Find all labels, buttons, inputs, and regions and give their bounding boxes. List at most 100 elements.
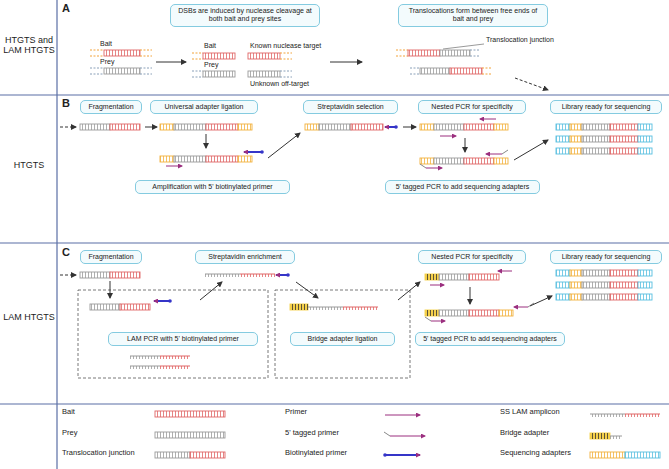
part-label: Unknown off-target [250, 80, 309, 88]
dashed-frame [275, 290, 410, 378]
part-label: Known nuclease target [250, 42, 321, 50]
primer-tail [425, 317, 431, 321]
dna-segment [290, 304, 308, 310]
dna-rungs [238, 156, 252, 162]
dna-segment [90, 304, 120, 310]
process-box: Fragmentation [80, 250, 142, 264]
step-text: 5' tagged PCR to add sequencing adapters [390, 183, 535, 191]
part-label: Prey [100, 58, 114, 66]
ss-rungs [590, 414, 625, 417]
dna-segment [104, 68, 140, 74]
dashed-frame [78, 290, 268, 378]
dna-segment [556, 270, 570, 276]
step-arrow [156, 62, 186, 63]
dna-rungs [80, 124, 110, 130]
dna-segment [590, 433, 610, 439]
dna-rungs [556, 294, 570, 300]
legend-text: Bait [62, 407, 75, 416]
dna-rungs [556, 124, 570, 130]
dna-rungs [638, 282, 652, 288]
step-arrow [60, 275, 76, 276]
biotin-dot [394, 125, 398, 129]
step-arrow [470, 287, 471, 304]
step-arrow [200, 282, 222, 300]
leader-line [443, 44, 484, 49]
part-label: Bait [204, 42, 216, 50]
step-text: Library ready for sequencing [555, 103, 657, 111]
dna-segment [434, 158, 464, 164]
dna-rungs [90, 304, 120, 310]
panel-letter: B [62, 97, 70, 110]
row-label: HTGTS and LAM HTGTS [3, 35, 55, 56]
dna-rungs [638, 294, 652, 300]
dna-rungs [408, 50, 440, 56]
dna-rungs [590, 452, 625, 458]
dna-segment [625, 452, 660, 458]
dna-rungs [610, 148, 638, 154]
dna-rungs [494, 158, 508, 164]
step-text: Streptavidin enrichment [200, 253, 290, 261]
dna-rungs [110, 272, 140, 278]
process-box: LAM PCR with 5' biotinylated primer [108, 332, 258, 346]
process-box: 5' tagged PCR to add sequencing adapters [385, 180, 540, 194]
primer [440, 136, 456, 137]
chromosome-end [280, 71, 292, 77]
dna-rungs [439, 274, 469, 280]
step-text: Amplification with 5' biotinylated prime… [140, 183, 285, 191]
dna-segment [582, 124, 610, 130]
biotin-dot [286, 273, 290, 277]
dna-rungs [425, 274, 439, 280]
ss-rungs [308, 307, 343, 310]
ss-strand [160, 366, 190, 367]
dna-rungs [625, 452, 660, 458]
dna-segment [556, 282, 570, 288]
dna-segment [110, 124, 140, 130]
ss-strand [590, 414, 625, 415]
dna-segment [160, 124, 174, 130]
dna-segment [570, 270, 582, 276]
dna-segment [610, 136, 638, 142]
dna-segment [248, 71, 280, 77]
dna-rungs [582, 124, 610, 130]
dna-rungs [638, 136, 652, 142]
dna-rungs [469, 310, 499, 316]
step-arrow [403, 127, 416, 128]
step-text: Fragmentation [85, 253, 137, 261]
primer [166, 166, 182, 167]
dna-rungs [160, 124, 174, 130]
process-box: Streptavidin enrichment [195, 250, 295, 264]
dna-segment [104, 50, 140, 56]
dna-rungs [556, 136, 570, 142]
row-label: LAM HTGTS [3, 312, 55, 322]
ss-strand [205, 274, 240, 275]
dna-rungs [440, 50, 470, 56]
ss-strand [160, 356, 190, 357]
ss-rungs [240, 274, 275, 277]
step-arrow [110, 281, 111, 298]
dna-rungs [203, 53, 235, 59]
dna-rungs [290, 304, 308, 310]
dna-segment [582, 136, 610, 142]
dna-segment [190, 452, 225, 458]
step-text: 5' tagged PCR to add sequencing adapters [420, 335, 560, 343]
ss-strand [625, 414, 660, 415]
ss-strand [610, 436, 622, 437]
dna-segment [570, 124, 582, 130]
dna-segment [408, 50, 440, 56]
process-box: Universal adapter ligation [150, 100, 258, 114]
dna-rungs [420, 124, 434, 130]
dna-rungs [434, 158, 464, 164]
ss-strand [130, 356, 160, 357]
process-box: Library ready for sequencing [550, 100, 662, 114]
step-text: Nested PCR for specificity [423, 103, 521, 111]
chromosome-end [192, 53, 203, 59]
chromosome-end [470, 50, 480, 56]
dna-rungs [190, 452, 225, 458]
process-box: Nested PCR for specificity [418, 100, 526, 114]
ss-rungs [205, 274, 240, 277]
step-text: Translocations form between free ends of… [403, 7, 543, 24]
dna-segment [638, 136, 652, 142]
dna-segment [80, 272, 110, 278]
dna-rungs [160, 156, 174, 162]
